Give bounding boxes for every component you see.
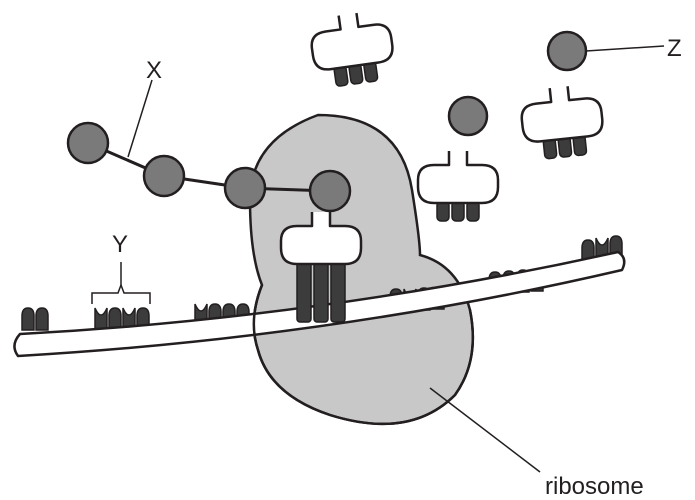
label-x: X — [146, 57, 162, 84]
ribosome-leader-line — [429, 387, 541, 473]
trna-bound — [279, 210, 363, 323]
mrna-strand — [13, 250, 626, 358]
trna-right — [517, 81, 606, 160]
label-z: Z — [667, 35, 682, 62]
z-leader-line — [585, 45, 665, 52]
trna-right-middle — [416, 149, 500, 222]
y-bracket — [91, 282, 151, 304]
ribosome — [248, 113, 475, 426]
ribosome-outline-front — [252, 284, 475, 426]
label-y: Y — [112, 231, 128, 258]
trna-top — [306, 7, 396, 88]
polypeptide-chain — [66, 121, 352, 213]
amino-acid-free — [447, 95, 489, 137]
amino-acid-z — [546, 30, 588, 72]
label-ribosome: ribosome — [545, 473, 644, 500]
x-leader-line — [127, 79, 153, 158]
